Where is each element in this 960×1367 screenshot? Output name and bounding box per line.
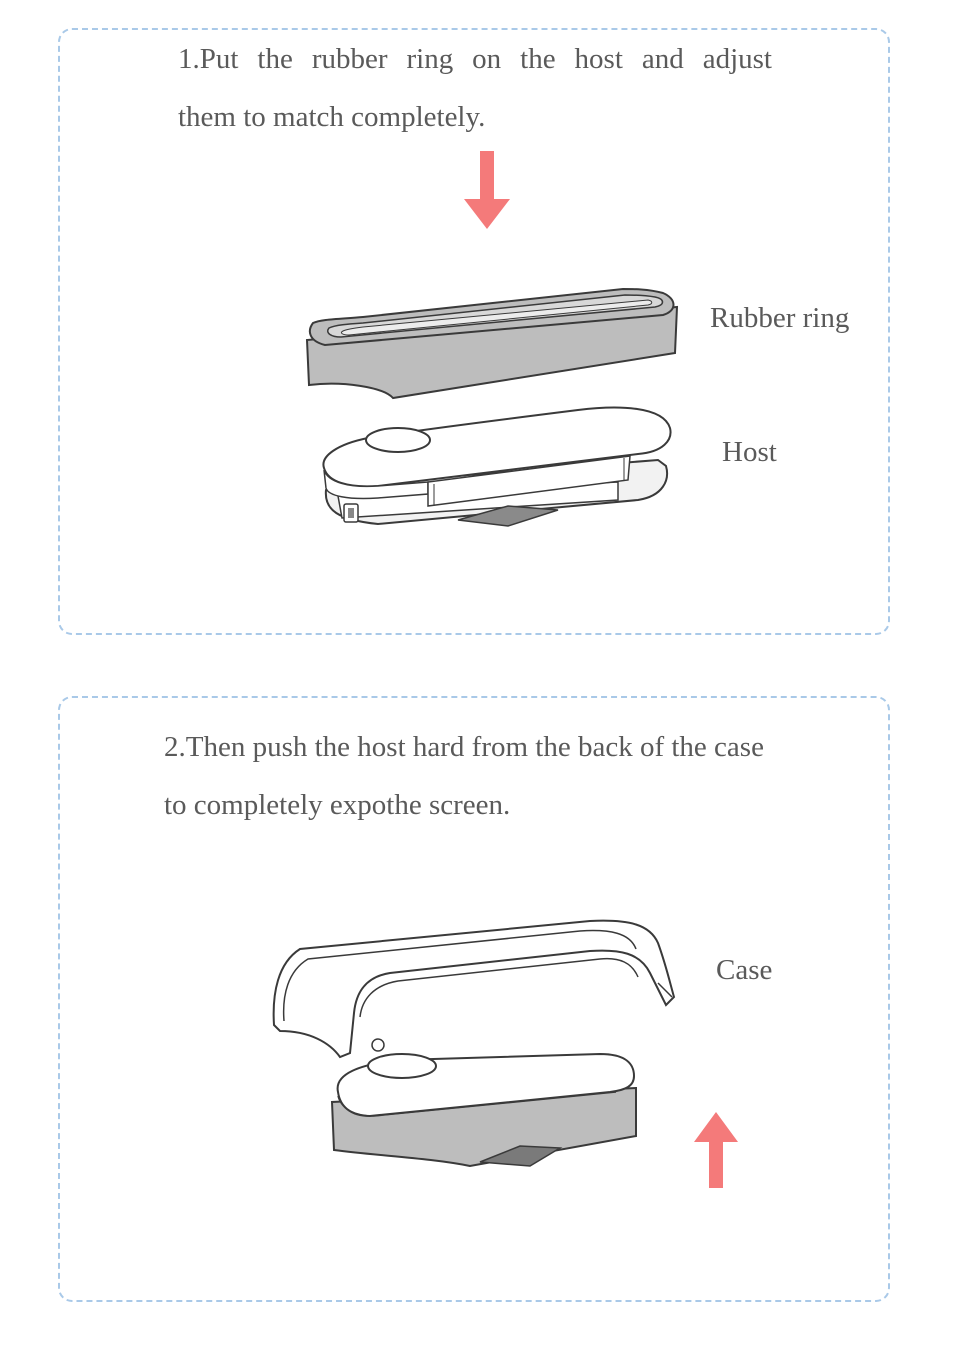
host-illustration [322,406,672,527]
up-arrow-icon [694,1112,738,1188]
step-2-panel: 2.Then push the host hard from the back … [58,696,890,1302]
step-1-text-line-2: them to match completely. [178,101,486,133]
step-2-text-line-1: 2.Then push the host hard from the back … [164,731,764,763]
step-1-text-line-1: 1.Put the rubber ring on the host and ad… [178,43,772,75]
rubber-ring-label: Rubber ring [710,302,850,334]
host-in-case-illustration [330,1052,637,1168]
rubber-ring-illustration [305,287,679,400]
case-illustration [272,919,676,1059]
down-arrow-icon [464,151,510,229]
step-1-panel: 1.Put the rubber ring on the host and ad… [58,28,890,635]
case-label: Case [716,954,773,986]
host-label: Host [722,436,777,468]
step-2-text-line-2: to completely expothe screen. [164,789,511,821]
